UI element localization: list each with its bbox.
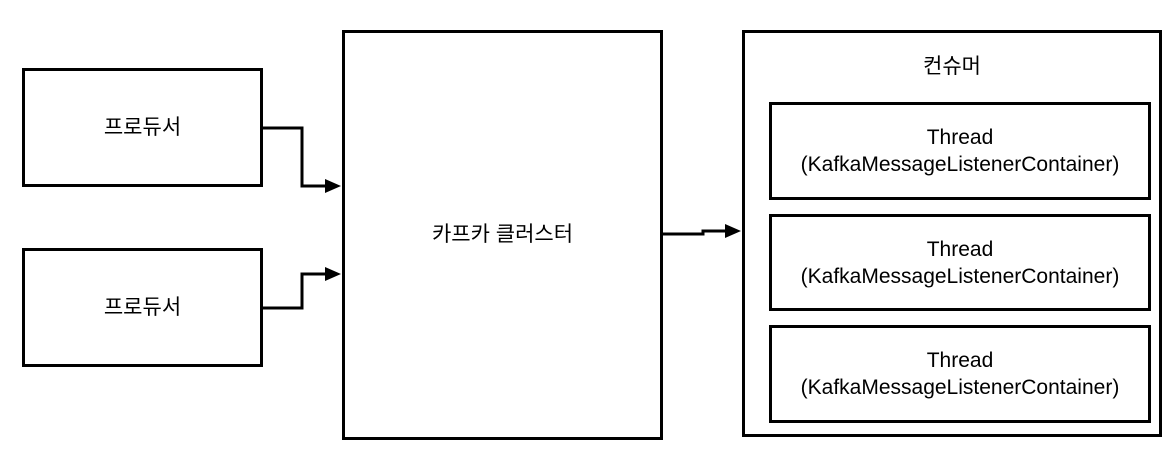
arrowhead-icon	[725, 224, 741, 238]
thread2-detail: (KafkaMessageListenerContainer)	[800, 264, 1120, 288]
kafka-cluster-box: 카프카 클러스터	[342, 30, 663, 440]
arrow-producer1-to-kafka	[263, 126, 341, 193]
producer-box-1: 프로듀서	[22, 68, 263, 187]
arrowhead-icon	[325, 179, 341, 193]
thread3-name: Thread	[926, 349, 994, 372]
thread-box-1: Thread (KafkaMessageListenerContainer)	[769, 102, 1151, 200]
producer2-label: 프로듀서	[103, 295, 182, 319]
thread1-detail: (KafkaMessageListenerContainer)	[800, 153, 1120, 176]
consumer-title: 컨슈머	[923, 55, 981, 78]
thread2-name: Thread	[926, 237, 994, 261]
arrow-kafka-to-consumer	[663, 224, 741, 238]
thread3-detail: (KafkaMessageListenerContainer)	[800, 376, 1120, 399]
producer-box-2: 프로듀서	[22, 248, 263, 367]
thread1-name: Thread	[926, 126, 994, 149]
kafka-cluster-label: 카프카 클러스터	[431, 223, 574, 247]
thread-box-2: Thread (KafkaMessageListenerContainer)	[769, 214, 1151, 311]
arrow-producer2-to-kafka	[263, 267, 341, 310]
producer1-label: 프로듀서	[103, 115, 182, 139]
thread-box-3: Thread (KafkaMessageListenerContainer)	[769, 325, 1151, 423]
arrowhead-icon	[325, 267, 341, 281]
consumer-box: 컨슈머 Thread (KafkaMessageListenerContaine…	[742, 30, 1162, 437]
